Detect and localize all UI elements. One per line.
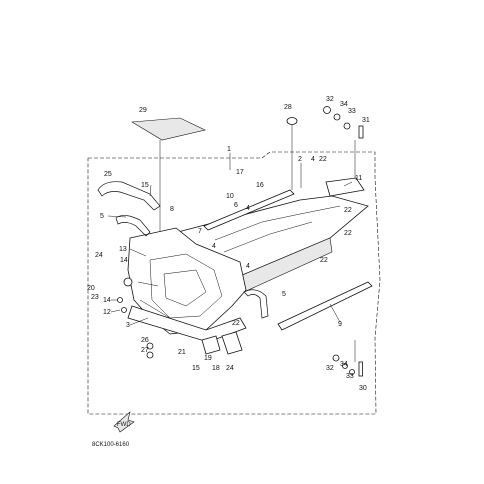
callout-label: 18: [212, 365, 220, 372]
callout-label: 25: [104, 171, 112, 178]
callout-label: 22: [320, 257, 328, 264]
callout-label: 24: [95, 252, 103, 259]
callout-label: 15: [141, 182, 149, 189]
callout-label: 29: [139, 107, 147, 114]
svg-text:FWD: FWD: [117, 422, 131, 428]
callout-label: 22: [344, 230, 352, 237]
callout-label: 22: [232, 320, 240, 327]
callout-label: 6: [234, 202, 238, 209]
washer-part: [333, 113, 341, 121]
callout-label: 16: [256, 182, 264, 189]
callout-labels-repeated: 4 4 22 22 22 14 15 24 5 22 32 34 33 4: [120, 205, 354, 380]
washer-part: [343, 122, 351, 130]
callout-label: 4: [311, 156, 315, 163]
long-rail: [277, 281, 373, 331]
handle-bar: [97, 181, 161, 211]
callout-label: 26: [141, 337, 149, 344]
callout-label: 24: [226, 365, 234, 372]
callout-label: 20: [87, 285, 95, 292]
callout-label: 31: [362, 117, 370, 124]
callout-label: 11: [355, 175, 362, 182]
seat-pad: [131, 117, 206, 141]
tube-right: [243, 289, 269, 319]
callout-label: 22: [344, 207, 352, 214]
cap-part: [286, 117, 298, 125]
bracket-part: [201, 335, 221, 355]
callout-label: 23: [91, 294, 99, 301]
callout-label: 22: [319, 156, 327, 163]
callout-label: 12: [103, 309, 111, 316]
callout-label: 21: [178, 349, 186, 356]
callout-label: 19: [204, 355, 212, 362]
washer-part: [342, 363, 348, 369]
nut-part: [332, 354, 340, 362]
bolt-part: [358, 361, 363, 377]
assembly-boundary: [87, 151, 381, 415]
lower-plate: [127, 305, 247, 343]
callout-label: 7: [198, 228, 202, 235]
callout-label: 27: [141, 347, 149, 354]
callout-label: 14: [103, 297, 111, 304]
callout-label: 28: [284, 104, 292, 111]
callout-label: 32: [326, 365, 334, 372]
callout-labels: 1 2 3 4 5 6 7 8 9 10 11 12 13 14 15 16 1…: [87, 96, 370, 392]
callout-label: 1: [227, 146, 231, 153]
front-arrow-icon: FWD: [113, 411, 135, 433]
front-frame: [127, 227, 247, 335]
callout-label: 33: [348, 108, 356, 115]
callout-label: 17: [236, 169, 244, 176]
callout-label: 15: [192, 365, 200, 372]
bracket-part: [221, 331, 243, 355]
callout-label: 4: [246, 263, 250, 270]
nut-part: [323, 106, 331, 114]
cross-rail: [203, 189, 295, 231]
callout-label: 32: [326, 96, 334, 103]
callout-label: 33: [346, 373, 354, 380]
callout-label: 5: [100, 213, 104, 220]
callout-label: 5: [282, 291, 286, 298]
callout-label: 2: [298, 156, 302, 163]
part-code: 8CK100-6160: [92, 442, 130, 448]
callout-label: 34: [340, 101, 348, 108]
callout-label: 8: [170, 206, 174, 213]
callout-label: 14: [120, 257, 128, 264]
callout-label: 30: [359, 385, 367, 392]
washer-part: [349, 369, 355, 375]
leader-lines: [107, 153, 353, 326]
callout-label: 4: [212, 243, 216, 250]
callout-label: 3: [126, 322, 130, 329]
callout-label: 34: [340, 361, 348, 368]
callout-label: 4: [246, 205, 250, 212]
callout-label: 13: [119, 246, 127, 253]
callout-label: 10: [226, 193, 234, 200]
callout-label: 9: [338, 321, 342, 328]
tube-left: [115, 215, 151, 237]
side-bracket: [325, 177, 365, 197]
bolt-part: [358, 125, 364, 139]
